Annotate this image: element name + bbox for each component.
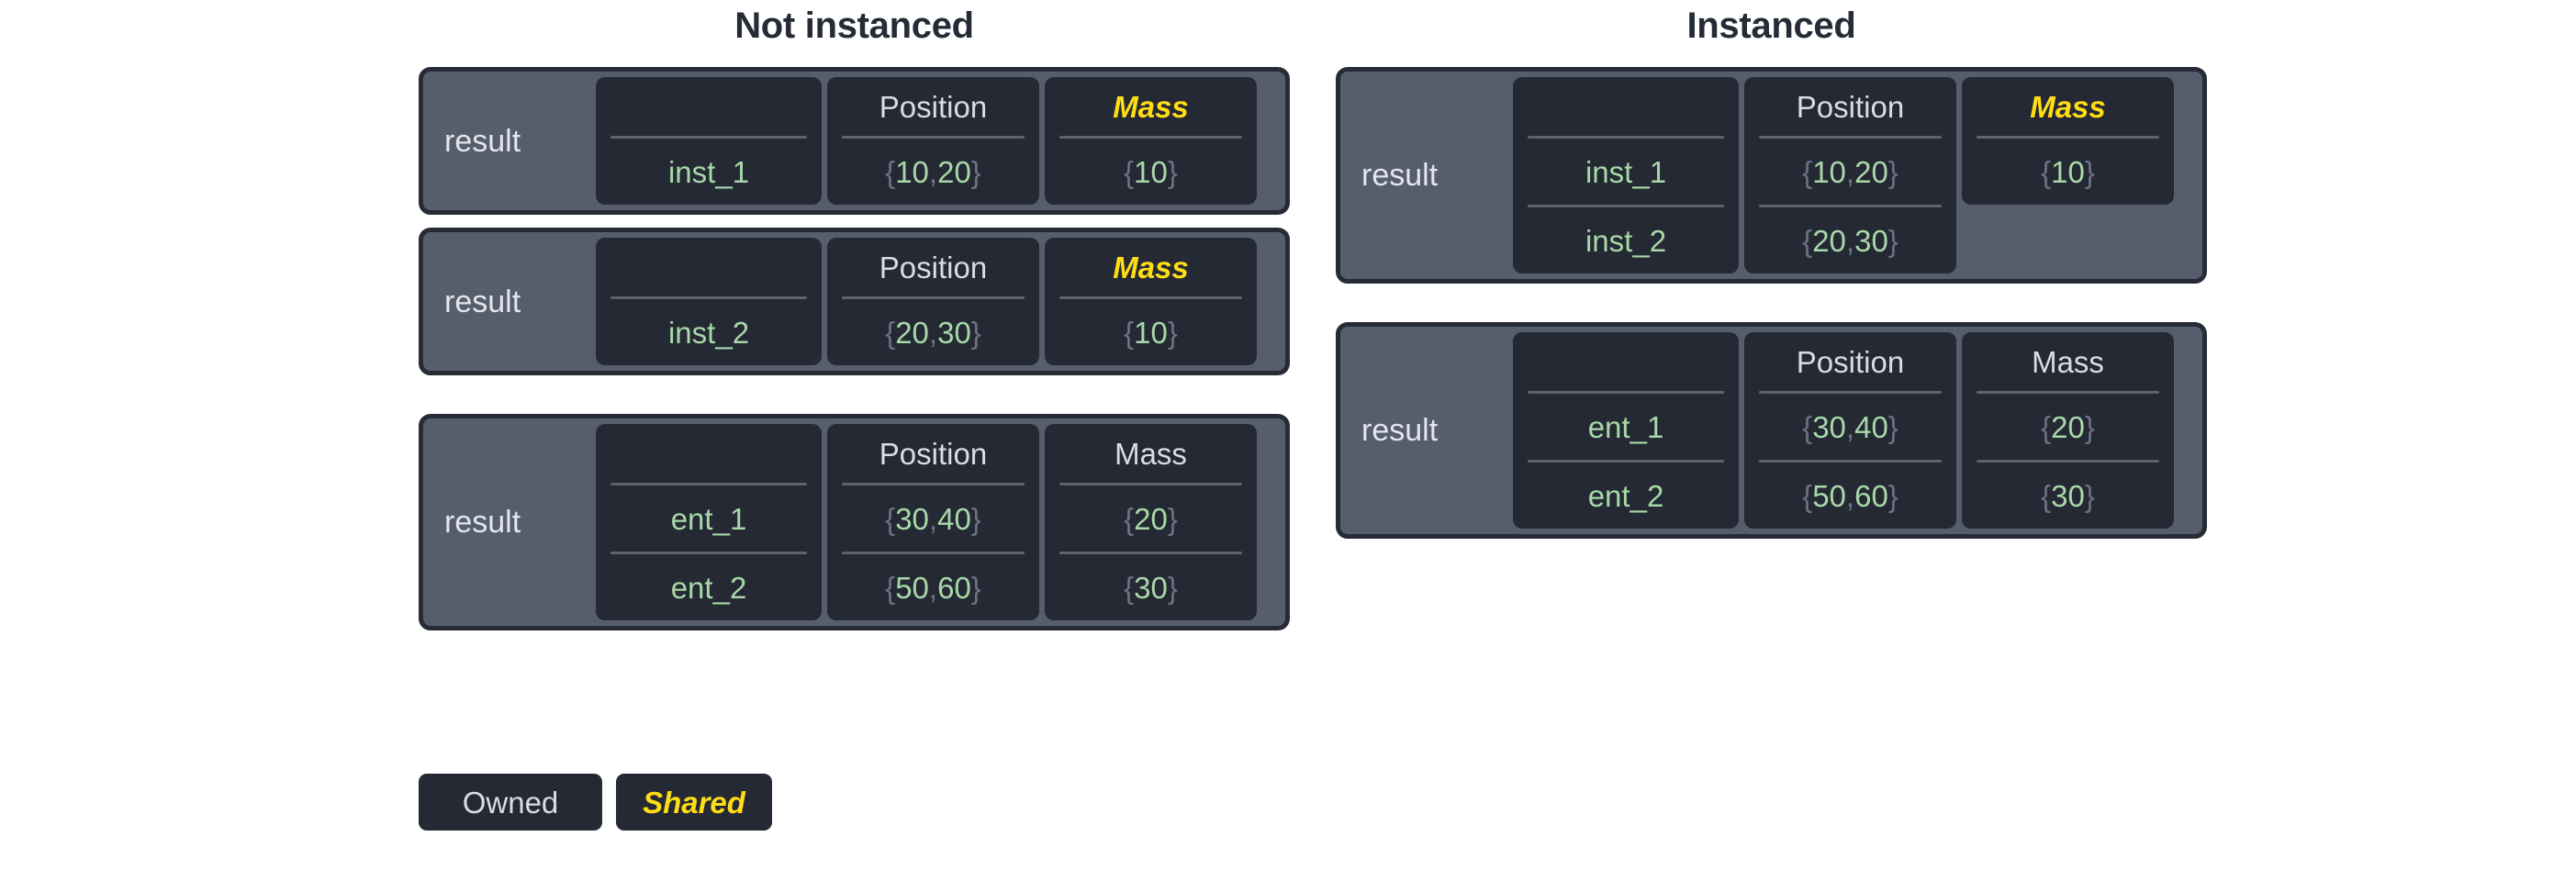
row-divider — [1059, 552, 1242, 554]
result-label: result — [1361, 158, 1439, 193]
result-label: result — [444, 505, 521, 540]
result-label: result — [444, 123, 521, 159]
row-divider — [1977, 460, 2159, 463]
legend-chip-shared: Shared — [616, 774, 772, 831]
column-header-mass: Mass — [1113, 89, 1189, 124]
row-divider — [1759, 136, 1942, 139]
result-label: result — [444, 284, 521, 319]
row-divider — [1059, 136, 1242, 139]
row-divider — [1528, 460, 1724, 463]
row-divider — [1528, 205, 1724, 207]
column-header-mass: Mass — [2030, 89, 2106, 124]
result-label: result — [1361, 413, 1439, 448]
row-divider — [1759, 460, 1942, 463]
row-divider — [1528, 391, 1724, 394]
column-header-position: Position — [879, 250, 988, 284]
column-header-name — [1526, 77, 1726, 136]
row-divider — [1977, 391, 2159, 394]
row-divider — [1059, 483, 1242, 485]
column-header-name — [609, 77, 809, 136]
row-divider — [842, 296, 1025, 299]
row-divider — [1759, 205, 1942, 207]
row-divider — [842, 552, 1025, 554]
row-divider — [610, 296, 807, 299]
row-divider — [842, 483, 1025, 485]
instanced-heading: Instanced — [1686, 6, 1856, 46]
legend-chip-owned: Owned — [419, 774, 602, 831]
column-header-position: Position — [879, 89, 988, 124]
column-header-mass: Mass — [1113, 250, 1189, 284]
column-header-mass: Mass — [1114, 436, 1187, 471]
column-header-name — [609, 238, 809, 296]
column-header-mass: Mass — [2032, 344, 2104, 379]
row-divider — [842, 136, 1025, 139]
row-divider — [610, 483, 807, 485]
row-divider — [610, 136, 807, 139]
column-header-name — [1526, 332, 1726, 391]
column-header-position: Position — [879, 436, 988, 471]
column-header-position: Position — [1796, 344, 1905, 379]
column-header-position: Position — [1796, 89, 1905, 124]
legend: Owned Shared — [419, 774, 772, 831]
row-divider — [1528, 136, 1724, 139]
column-header-name — [609, 424, 809, 483]
not-instanced-heading: Not instanced — [734, 6, 974, 46]
row-divider — [1759, 391, 1942, 394]
row-divider — [610, 552, 807, 554]
row-divider — [1977, 136, 2159, 139]
row-divider — [1059, 296, 1242, 299]
